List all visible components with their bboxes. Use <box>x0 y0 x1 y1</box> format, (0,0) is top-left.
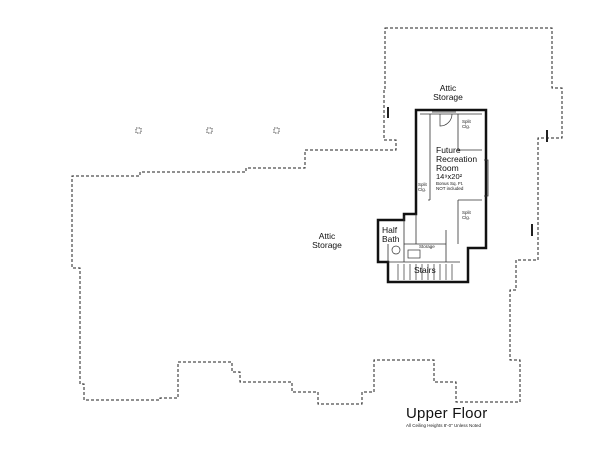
door-swing <box>439 113 453 127</box>
column-marker <box>135 127 142 134</box>
window-marks <box>432 111 489 197</box>
split-ceiling-top-label: Split Clg. <box>462 119 471 130</box>
recreation-room-walls <box>376 108 488 284</box>
stair-treads <box>397 264 453 280</box>
recreation-room-label: Future Recreation Room 14⁹x20² Bonus Sq.… <box>436 145 478 192</box>
column-marker <box>206 127 213 134</box>
attic-outline <box>71 27 563 405</box>
column-marker <box>273 127 280 134</box>
attic-storage-main-label: Attic Storage <box>312 231 342 250</box>
floor-title: Upper Floor <box>406 405 488 422</box>
sink-fixture <box>407 249 421 259</box>
ceiling-height-caption: All Ceiling Heights 8'-0" Unless Noted <box>406 423 481 428</box>
split-ceiling-left-label: Split Clg. <box>418 182 427 193</box>
recreation-room-interior <box>387 113 482 263</box>
half-bath-label: Half Bath <box>382 225 400 244</box>
toilet-fixture <box>391 245 401 255</box>
attic-storage-upper-label: Attic Storage <box>433 83 463 102</box>
stairs-label: Stairs <box>414 265 436 275</box>
split-ceiling-right-label: Split Clg. <box>462 210 471 221</box>
storage-label: Storage <box>419 244 435 249</box>
